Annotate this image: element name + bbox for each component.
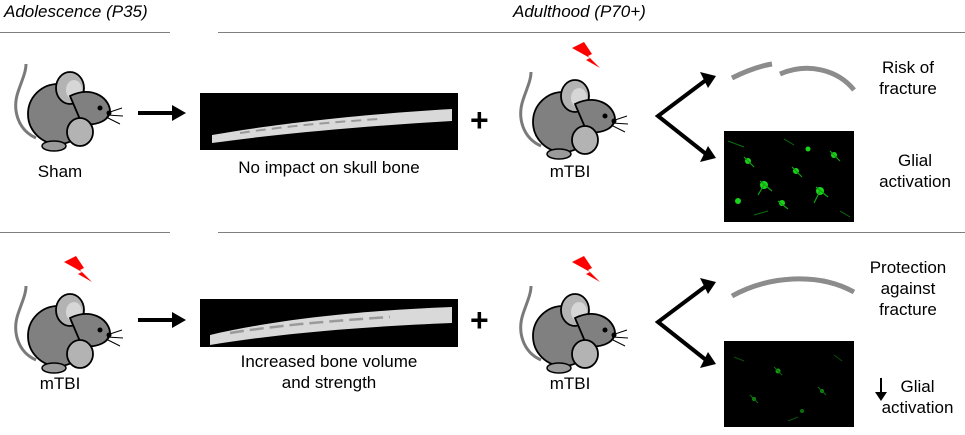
mouse-icon xyxy=(519,284,630,375)
mouse-icon xyxy=(14,62,125,153)
row2-outcome-top: Protection against fracture xyxy=(869,258,947,319)
glial-image-treatment xyxy=(724,341,854,427)
row2-mouse-right-label: mTBI xyxy=(549,374,591,393)
plus-sign-row1: + xyxy=(470,102,489,138)
glial-image-control xyxy=(724,131,854,222)
down-arrow-icon xyxy=(875,378,887,401)
branch-arrow-icon xyxy=(654,72,716,162)
row1-mouse-left-label: Sham xyxy=(37,162,83,181)
row1-bone-caption: No impact on skull bone xyxy=(238,158,420,177)
header-adulthood: Adulthood (P70+) xyxy=(513,2,646,21)
mouse-icon xyxy=(14,284,125,375)
row1-outcome-bottom: Glial activation xyxy=(879,151,951,191)
right-arrow-icon xyxy=(136,310,188,330)
branch-arrow-icon xyxy=(654,278,716,368)
divider-adolescence-top xyxy=(0,32,170,33)
divider-adulthood-top xyxy=(218,32,965,33)
row1-outcome-top: Risk of fracture xyxy=(879,58,937,98)
mouse-icon xyxy=(519,70,630,161)
divider-adolescence-mid xyxy=(0,232,170,233)
plus-sign-row2: + xyxy=(470,302,489,338)
row2-mouse-left-label: mTBI xyxy=(39,374,81,393)
fractured-bone-icon xyxy=(730,61,856,92)
row2-bone-caption-line2: and strength xyxy=(281,373,377,392)
divider-adulthood-mid xyxy=(218,232,965,233)
row1-mouse-right-label: mTBI xyxy=(549,162,591,181)
thickened-bone-image-control xyxy=(200,299,458,347)
intact-bone-icon xyxy=(730,276,856,299)
skull-bone-image-control xyxy=(200,93,458,150)
row2-bone-caption-line1: Increased bone volume xyxy=(240,352,418,371)
header-adolescence: Adolescence (P35) xyxy=(4,2,148,21)
right-arrow-icon xyxy=(136,103,188,123)
row2-outcome-bottom: Glial activation xyxy=(881,377,954,417)
